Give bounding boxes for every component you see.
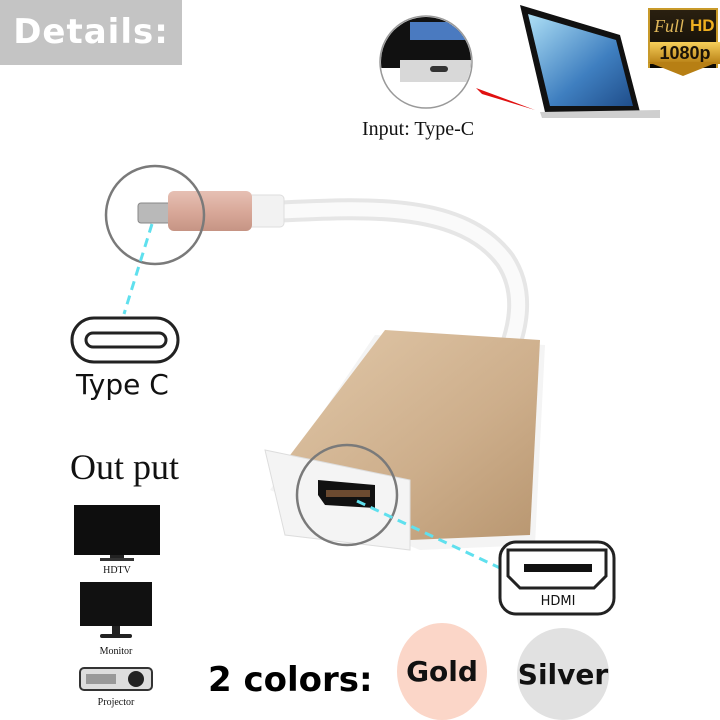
color-option-gold[interactable]: Gold (397, 623, 487, 720)
details-banner: Details: (0, 0, 182, 65)
device-label-monitor: Monitor (99, 646, 133, 657)
monitor-icon (80, 582, 152, 638)
colors-title: 2 colors: (208, 660, 373, 700)
hdmi-label: HDMI (540, 594, 576, 609)
laptop-illustration (379, 5, 660, 118)
hdmi-zoom-circle (295, 443, 399, 547)
hdmi-port-icon (498, 540, 616, 616)
projector-icon (79, 667, 153, 691)
type-c-port-icon (70, 316, 180, 364)
badge-full-text: Full (654, 16, 684, 36)
color-option-label: Silver (517, 657, 609, 691)
type-c-label: Type C (76, 368, 169, 401)
full-hd-badge: Full HD 1080p (648, 8, 720, 80)
usb-port-zoom-icon (379, 15, 473, 109)
pointer-arrow-icon (476, 88, 535, 110)
adapter-illustration (104, 164, 545, 570)
color-option-label: Gold (406, 655, 478, 688)
device-label-projector: Projector (97, 697, 135, 708)
type-c-zoom-circle (104, 164, 206, 266)
device-label-hdtv: HDTV (103, 565, 131, 576)
hdtv-icon (74, 505, 160, 561)
color-option-silver[interactable]: Silver (517, 628, 609, 720)
input-caption: Input: Type-C (362, 118, 475, 140)
badge-resolution: 1080p (650, 42, 720, 64)
output-title: Out put (70, 447, 180, 487)
badge-hd-text: HD (690, 16, 715, 35)
